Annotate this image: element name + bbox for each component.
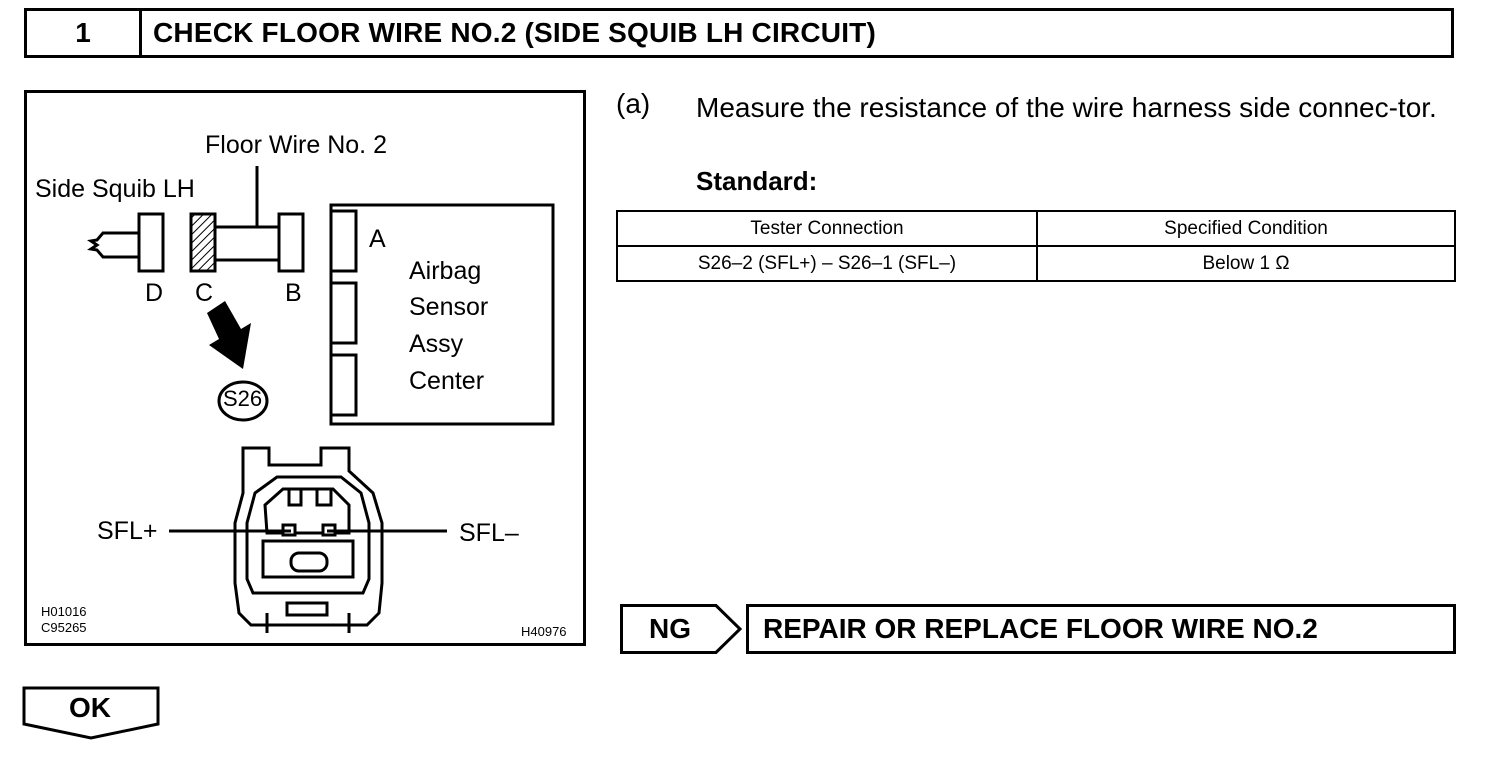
connector-face <box>233 446 384 627</box>
table-header-row: Tester Connection Specified Condition <box>616 210 1456 247</box>
connector-d <box>137 212 165 273</box>
connector-c-label: C <box>195 279 214 307</box>
s26-ellipse <box>217 380 269 422</box>
airbag-label-line2: Sensor <box>409 293 489 321</box>
diagram-drawing <box>87 166 555 633</box>
connector-key <box>289 551 329 573</box>
side-squib-label: Side Squib LH <box>35 175 195 203</box>
instruction-text: Measure the resistance of the wire harne… <box>696 92 1437 123</box>
connector-a-pin2 <box>329 281 358 345</box>
connector-b <box>277 212 305 273</box>
standard-label: Standard: <box>696 166 818 196</box>
figure-code-3: H40976 <box>521 624 567 639</box>
ng-arrow-shape <box>620 604 743 654</box>
airbag-label-line1: Airbag <box>409 257 482 285</box>
ng-label: NG <box>649 613 691 644</box>
table-cell: S26–2 (SFL+) – S26–1 (SFL–) <box>616 245 1038 282</box>
airbag-label-line3: Assy <box>409 330 464 358</box>
floor-wire-label: Floor Wire No. 2 <box>205 131 387 159</box>
pin-minus-label: SFL– <box>459 519 519 547</box>
column-header: Specified Condition <box>1036 210 1456 247</box>
connector-terminal-bottom <box>261 539 355 579</box>
arrow-to-s26 <box>207 301 251 369</box>
connector-face-inner <box>245 475 371 595</box>
column-header: Tester Connection <box>616 210 1038 247</box>
airbag-label-line4: Center <box>409 367 485 395</box>
ok-result: OK <box>22 686 162 742</box>
table-cell: Below 1 Ω <box>1036 245 1456 282</box>
step-number: 1 <box>27 11 142 55</box>
wiring-diagram: Floor Wire No. 2 Side Squib LH A D C B A… <box>24 90 586 646</box>
figure-code-2: C95265 <box>41 620 87 635</box>
side-squib-plug <box>87 231 139 259</box>
ok-arrow-shape <box>22 686 160 740</box>
connector-c <box>189 212 217 273</box>
floor-wire-body <box>213 225 281 262</box>
step-label: (a) <box>616 88 651 119</box>
spec-table: Tester Connection Specified Condition S2… <box>616 210 1456 282</box>
connector-id: S26 <box>223 386 263 411</box>
connector-d-label: D <box>145 279 164 307</box>
table-row: S26–2 (SFL+) – S26–1 (SFL–) Below 1 Ω <box>616 245 1456 282</box>
connector-terminal-top <box>263 487 351 535</box>
connector-b-label: B <box>285 279 302 307</box>
ok-label: OK <box>69 692 111 723</box>
ng-action: REPAIR OR REPLACE FLOOR WIRE NO.2 <box>746 604 1456 654</box>
step-title: CHECK FLOOR WIRE NO.2 (SIDE SQUIB LH CIR… <box>153 17 876 48</box>
pin-plus-label: SFL+ <box>97 517 158 545</box>
step-header: 1 CHECK FLOOR WIRE NO.2 (SIDE SQUIB LH C… <box>24 8 1454 58</box>
connector-a-pin3 <box>329 353 358 417</box>
ng-result: NG <box>620 604 744 654</box>
connector-a-pin1 <box>329 209 358 273</box>
connector-a-label: A <box>369 225 386 253</box>
figure-code-1: H01016 <box>41 604 87 619</box>
